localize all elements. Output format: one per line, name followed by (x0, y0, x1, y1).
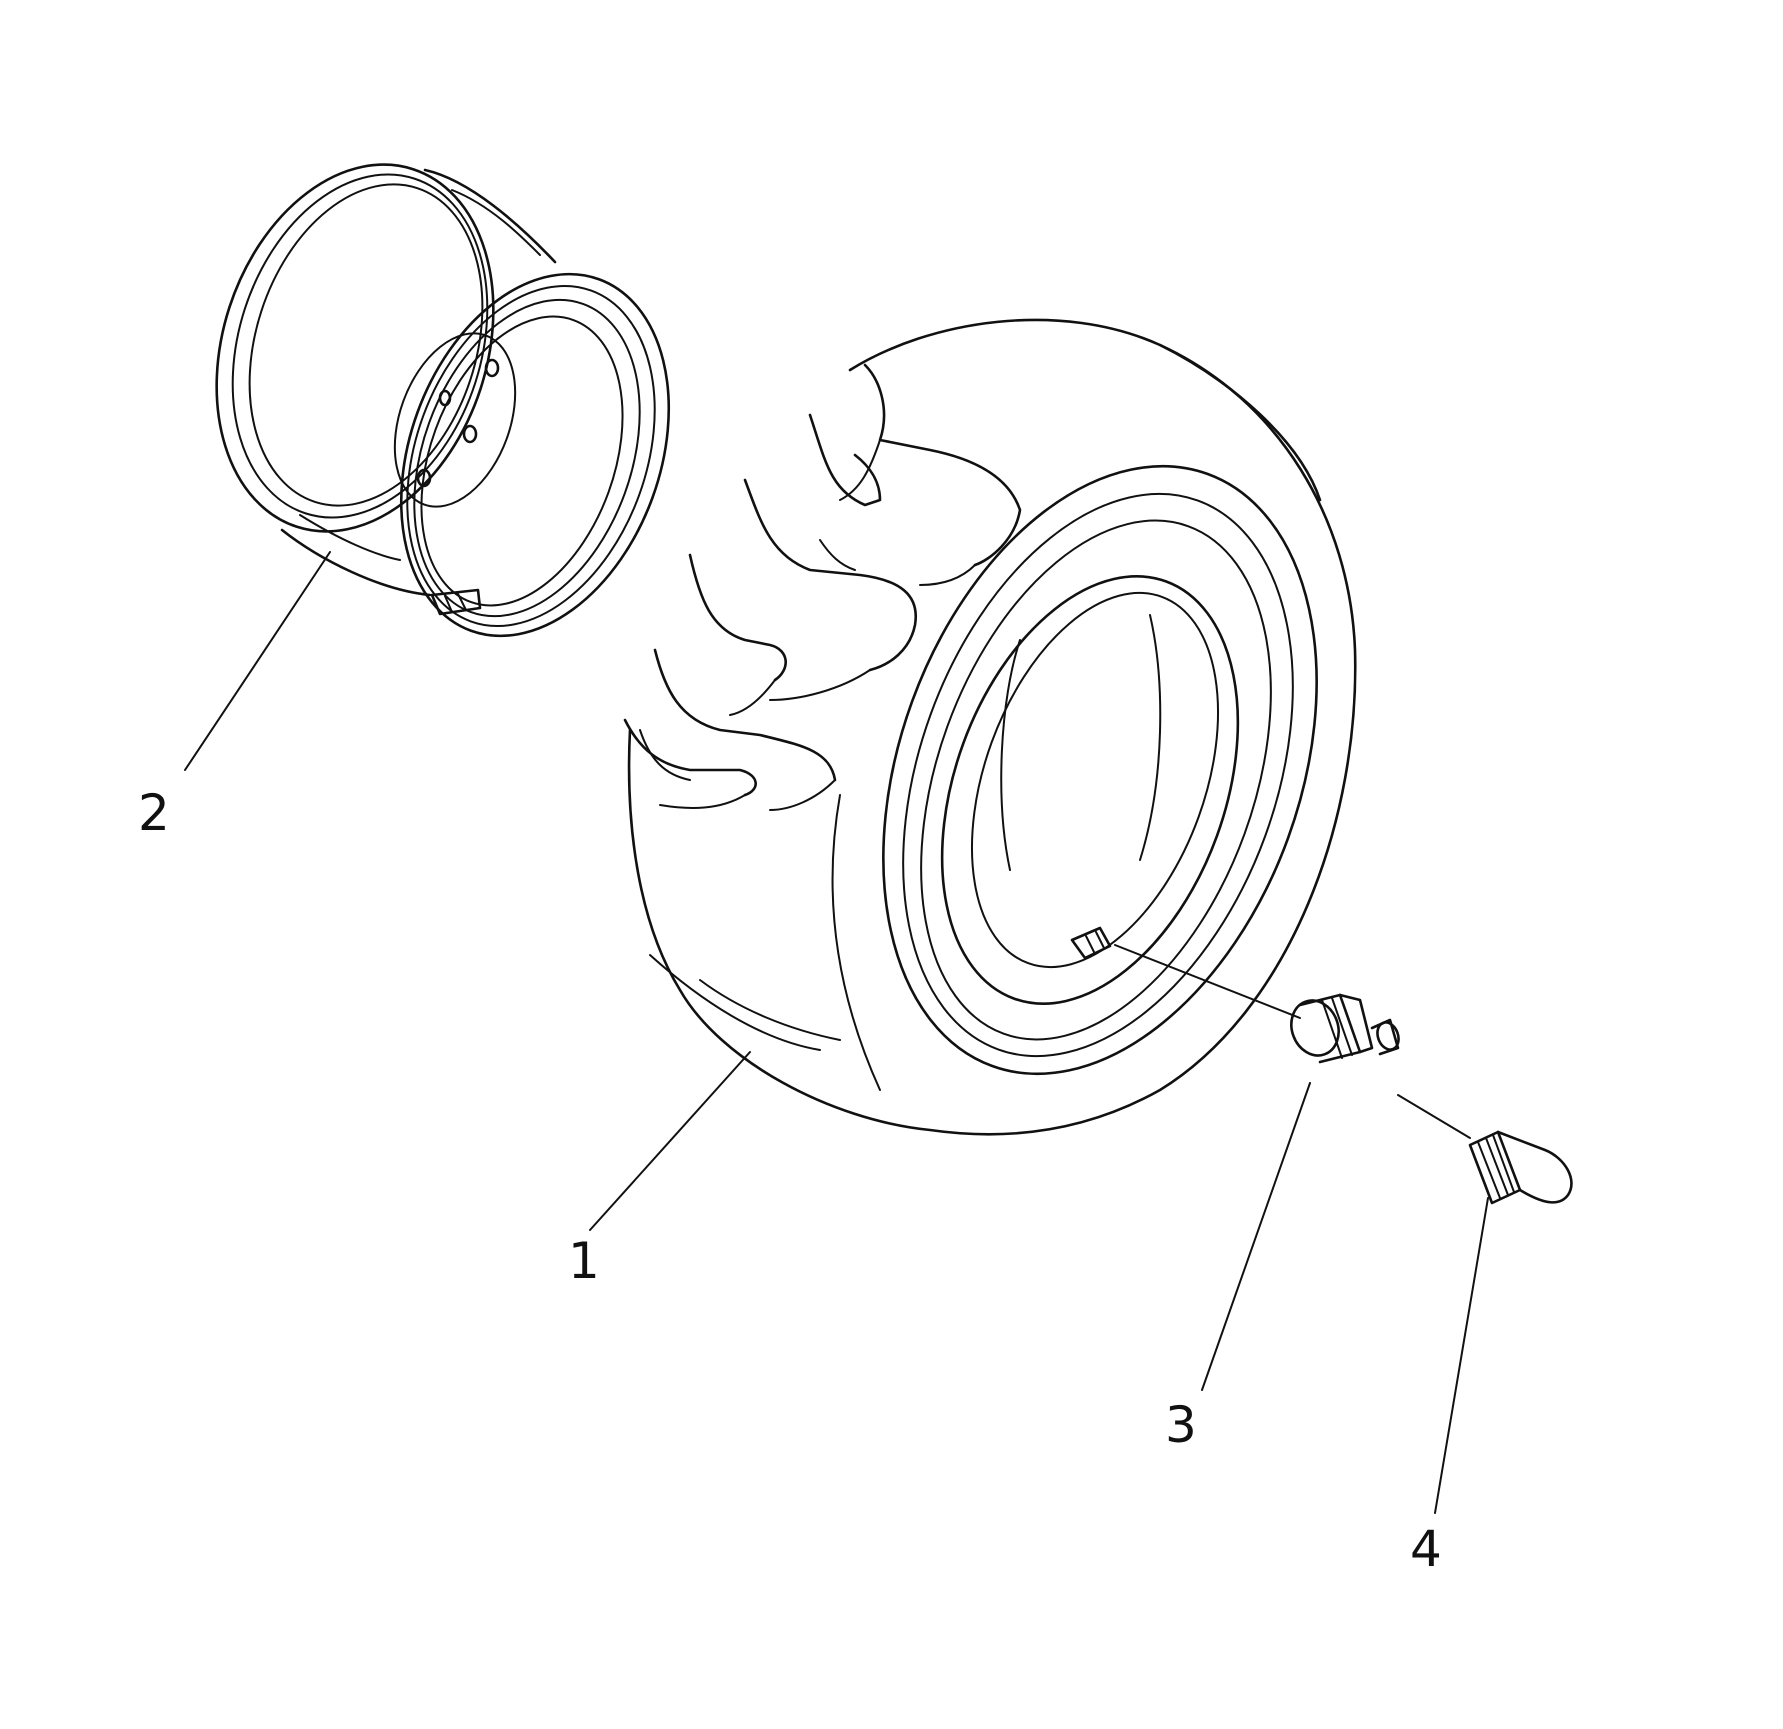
valve-stem-icon (1290, 993, 1400, 1064)
leader-line-part-2 (184, 551, 331, 771)
assembly-line-stem-to-cap (1397, 1094, 1471, 1139)
leader-line-part-4 (1434, 1197, 1489, 1514)
tire-icon (623, 318, 1357, 1136)
callout-label-part-3: 3 (1165, 1396, 1197, 1454)
valve-cap-icon (1468, 1130, 1573, 1205)
callout-label-part-2: 2 (138, 784, 170, 842)
leader-line-part-1 (589, 1051, 751, 1231)
assembly-line-tire-to-stem (1114, 944, 1301, 1019)
callout-label-part-4: 4 (1410, 1520, 1442, 1578)
callout-label-part-1: 1 (568, 1232, 600, 1290)
wheel-rim-icon (215, 163, 671, 638)
leader-line-part-3 (1201, 1082, 1311, 1391)
